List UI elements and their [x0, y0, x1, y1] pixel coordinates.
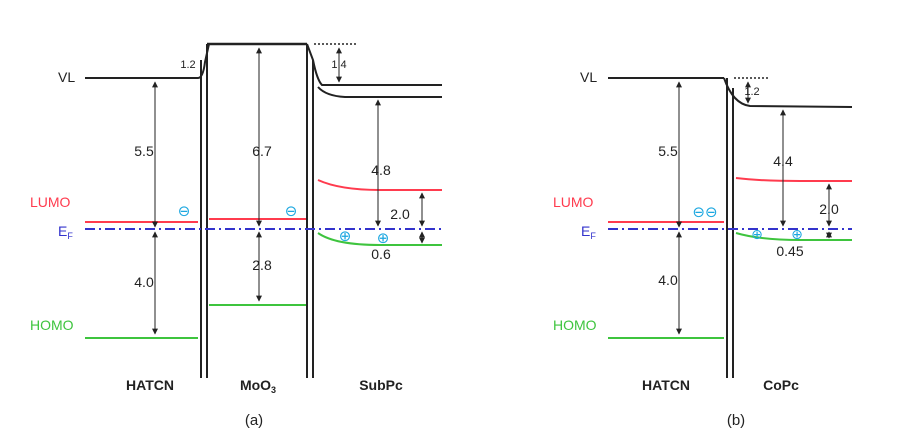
material-copc: CoPc: [763, 377, 799, 393]
value-hatcn-homo-b: 4.0: [658, 272, 678, 288]
homo-label-a: HOMO: [30, 317, 74, 333]
subpc-homo-level: [317, 232, 442, 246]
material-moo3: MoO3: [240, 377, 276, 395]
hole-subpc-1: ⊕: [339, 227, 352, 245]
material-hatcn-b: HATCN: [642, 377, 690, 393]
value-hatcn-wf-a: 5.5: [134, 143, 154, 159]
vl-label-b: VL: [580, 69, 597, 85]
value-copc-lumo: 4.4: [773, 153, 793, 169]
material-subpc: SubPc: [359, 377, 403, 393]
value-shift-hatcn-moo3: 1.2: [180, 59, 195, 71]
fermi-label-a: EF: [58, 223, 73, 241]
value-hatcn-wf-b: 5.5: [658, 143, 678, 159]
copc-lumo-level: [735, 177, 852, 182]
subpc-vacuum-level: [317, 86, 442, 98]
caption-a: (a): [245, 412, 263, 429]
vl-label-a: VL: [58, 69, 75, 85]
electron-moo3-a: ⊖: [285, 202, 298, 220]
panel-a: VL LUMO EF HOMO 5.5 4.0 1.2 6.7 2.8 1.4 …: [30, 42, 442, 429]
copc-vacuum-level: [723, 77, 853, 108]
caption-b: (b): [727, 412, 745, 429]
copc-homo-level: [735, 232, 852, 241]
value-shift-hatcn-copc: 1.2: [744, 86, 759, 98]
hole-subpc-2: ⊕: [377, 229, 390, 247]
subpc-lumo-level: [317, 179, 442, 191]
value-moo3-homo: 2.8: [252, 257, 272, 273]
electron-hatcn-a: ⊖: [178, 202, 191, 220]
hatcn-moo3-vl-step: [197, 43, 210, 79]
value-copc-homo: 0.45: [776, 243, 803, 259]
value-subpc-gap: 2.0: [390, 206, 410, 222]
hole-copc-2: ⊕: [791, 227, 803, 243]
moo3-subpc-vl-step: [306, 43, 442, 86]
electrons-hatcn-b: ⊖⊖: [692, 203, 717, 221]
value-subpc-homo: 0.6: [371, 246, 391, 262]
panel-b: VL LUMO EF HOMO 5.5 4.0 1.2 4.4 2.0 0.45…: [553, 69, 853, 429]
value-subpc-lumo: 4.8: [371, 162, 391, 178]
value-moo3-wf: 6.7: [252, 143, 272, 159]
lumo-label-a: LUMO: [30, 194, 71, 210]
homo-label-b: HOMO: [553, 317, 597, 333]
value-copc-gap: 2.0: [819, 201, 839, 217]
value-hatcn-homo-a: 4.0: [134, 274, 154, 290]
fermi-label-b: EF: [581, 223, 596, 241]
value-shift-moo3-subpc: 1.4: [331, 59, 346, 71]
material-hatcn-a: HATCN: [126, 377, 174, 393]
hole-copc-1: ⊕: [751, 227, 763, 243]
lumo-label-b: LUMO: [553, 194, 594, 210]
